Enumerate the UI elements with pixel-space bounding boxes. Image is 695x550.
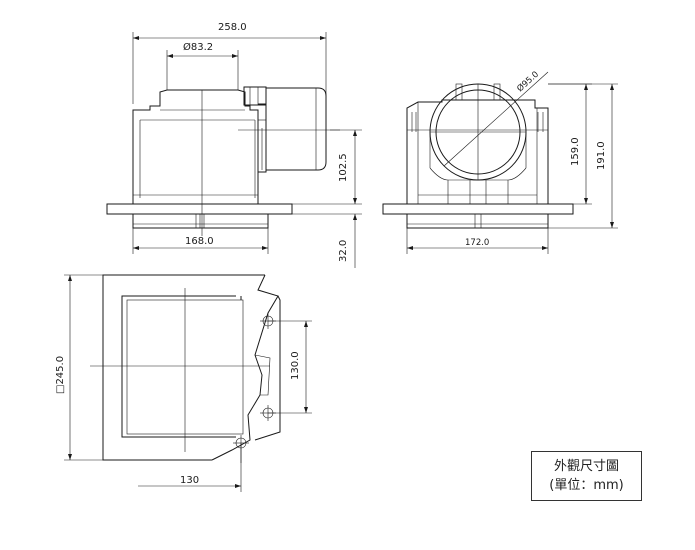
dim-side-height-inner: 159.0 (570, 137, 581, 166)
legend-unit: (單位：mm) (549, 478, 624, 493)
unit-legend: 外觀尺寸圖 (單位：mm) (531, 451, 642, 501)
side-view: Ø95.0 172.0 159.0 191.0 (382, 69, 618, 254)
legend-title: 外觀尺寸圖 (553, 459, 619, 474)
dim-side-height-total: 191.0 (596, 141, 607, 170)
dim-plan-square: □245.0 (55, 356, 66, 394)
dim-front-duct: Ø83.2 (183, 41, 213, 53)
front-view: 258.0 Ø83.2 168.0 102.5 32.0 (106, 22, 362, 268)
plan-view: □245.0 130.0 130 (55, 274, 312, 492)
dim-plan-holes-h: 130 (180, 475, 199, 486)
dim-side-base: 172.0 (465, 238, 489, 248)
dim-plan-holes-v: 130.0 (290, 351, 301, 380)
dim-front-height: 102.5 (338, 153, 349, 182)
dim-front-width: 258.0 (218, 22, 247, 33)
dim-front-base: 168.0 (185, 236, 214, 247)
dim-front-flange: 32.0 (338, 240, 349, 262)
